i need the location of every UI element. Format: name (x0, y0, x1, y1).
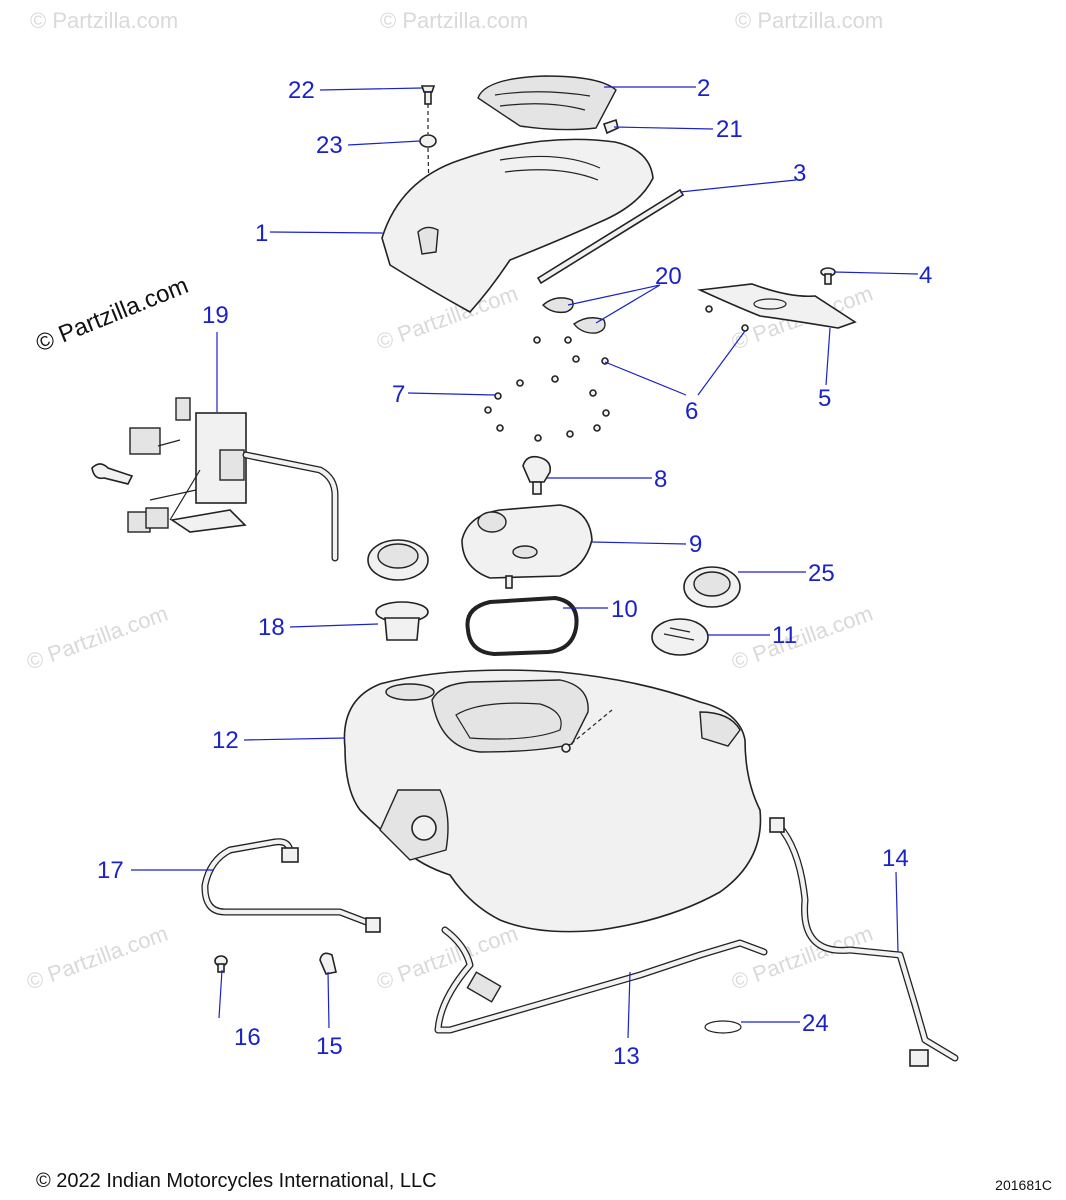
part-25-ring (683, 566, 741, 608)
watermark: © Partzilla.com (23, 601, 171, 675)
part-1-tank-cover (381, 138, 654, 314)
callout-1: 1 (255, 220, 268, 247)
callout-7: 7 (392, 381, 405, 408)
part-13-vent-line (434, 926, 768, 1034)
callout-17: 17 (97, 857, 124, 884)
callout-25: 25 (808, 560, 835, 587)
watermark: © Partzilla.com (23, 921, 171, 995)
part-11-cap (651, 618, 709, 656)
part-24-hose-clamp (704, 1020, 742, 1034)
callout-9: 9 (689, 531, 702, 558)
callouts: 22 2 23 21 3 1 4 20 19 5 7 6 8 9 25 10 1 (97, 75, 932, 1070)
callout-5: 5 (818, 385, 831, 412)
watermark: © Partzilla.com (728, 601, 876, 675)
part-9-pump-plate (461, 504, 593, 589)
part-6-7-fasteners (484, 305, 749, 442)
part-16-clip (214, 955, 228, 973)
watermark: © Partzilla.com (30, 8, 178, 33)
part-10-gasket (465, 595, 579, 657)
callout-4: 4 (919, 262, 932, 289)
part-22-screw (420, 85, 436, 105)
callout-3: 3 (793, 160, 806, 187)
callout-22: 22 (288, 77, 315, 104)
part-12-fuel-tank (343, 669, 762, 933)
assembly-line (427, 104, 431, 241)
callout-8: 8 (654, 466, 667, 493)
part-2-badge (477, 75, 617, 131)
part-4-screw (820, 267, 836, 285)
callout-16: 16 (234, 1024, 261, 1051)
part-18-plug (375, 601, 429, 641)
callout-19: 19 (202, 302, 229, 329)
watermark-prominent: © Partzilla.com (32, 272, 192, 358)
part-5-bracket (697, 283, 857, 329)
watermark: © Partzilla.com (735, 8, 883, 33)
part-ring-left (367, 539, 429, 581)
callout-20: 20 (655, 263, 682, 290)
part-17-fuel-line (201, 838, 381, 933)
callout-10: 10 (611, 596, 638, 623)
callout-21: 21 (716, 116, 743, 143)
callout-14: 14 (882, 845, 909, 872)
part-19-fuel-pump (91, 397, 339, 562)
part-23-grommet (419, 134, 437, 148)
part-8-valve (522, 455, 552, 495)
callout-24: 24 (802, 1010, 829, 1037)
callout-15: 15 (316, 1033, 343, 1060)
callout-23: 23 (316, 132, 343, 159)
callout-18: 18 (258, 614, 285, 641)
copyright-notice: © 2022 Indian Motorcycles International,… (36, 1170, 437, 1192)
part-14-vent-line (769, 817, 959, 1067)
callout-12: 12 (212, 727, 239, 754)
watermark: © Partzilla.com (728, 921, 876, 995)
watermark: © Partzilla.com (380, 8, 528, 33)
part-3-rod (536, 188, 685, 285)
callout-13: 13 (613, 1043, 640, 1070)
part-15-clamp (319, 952, 337, 975)
diagram-id: 201681C (995, 1177, 1052, 1193)
callout-11: 11 (772, 622, 797, 649)
callout-6: 6 (685, 398, 698, 425)
callout-2: 2 (697, 75, 710, 102)
part-21-screw (602, 118, 619, 135)
